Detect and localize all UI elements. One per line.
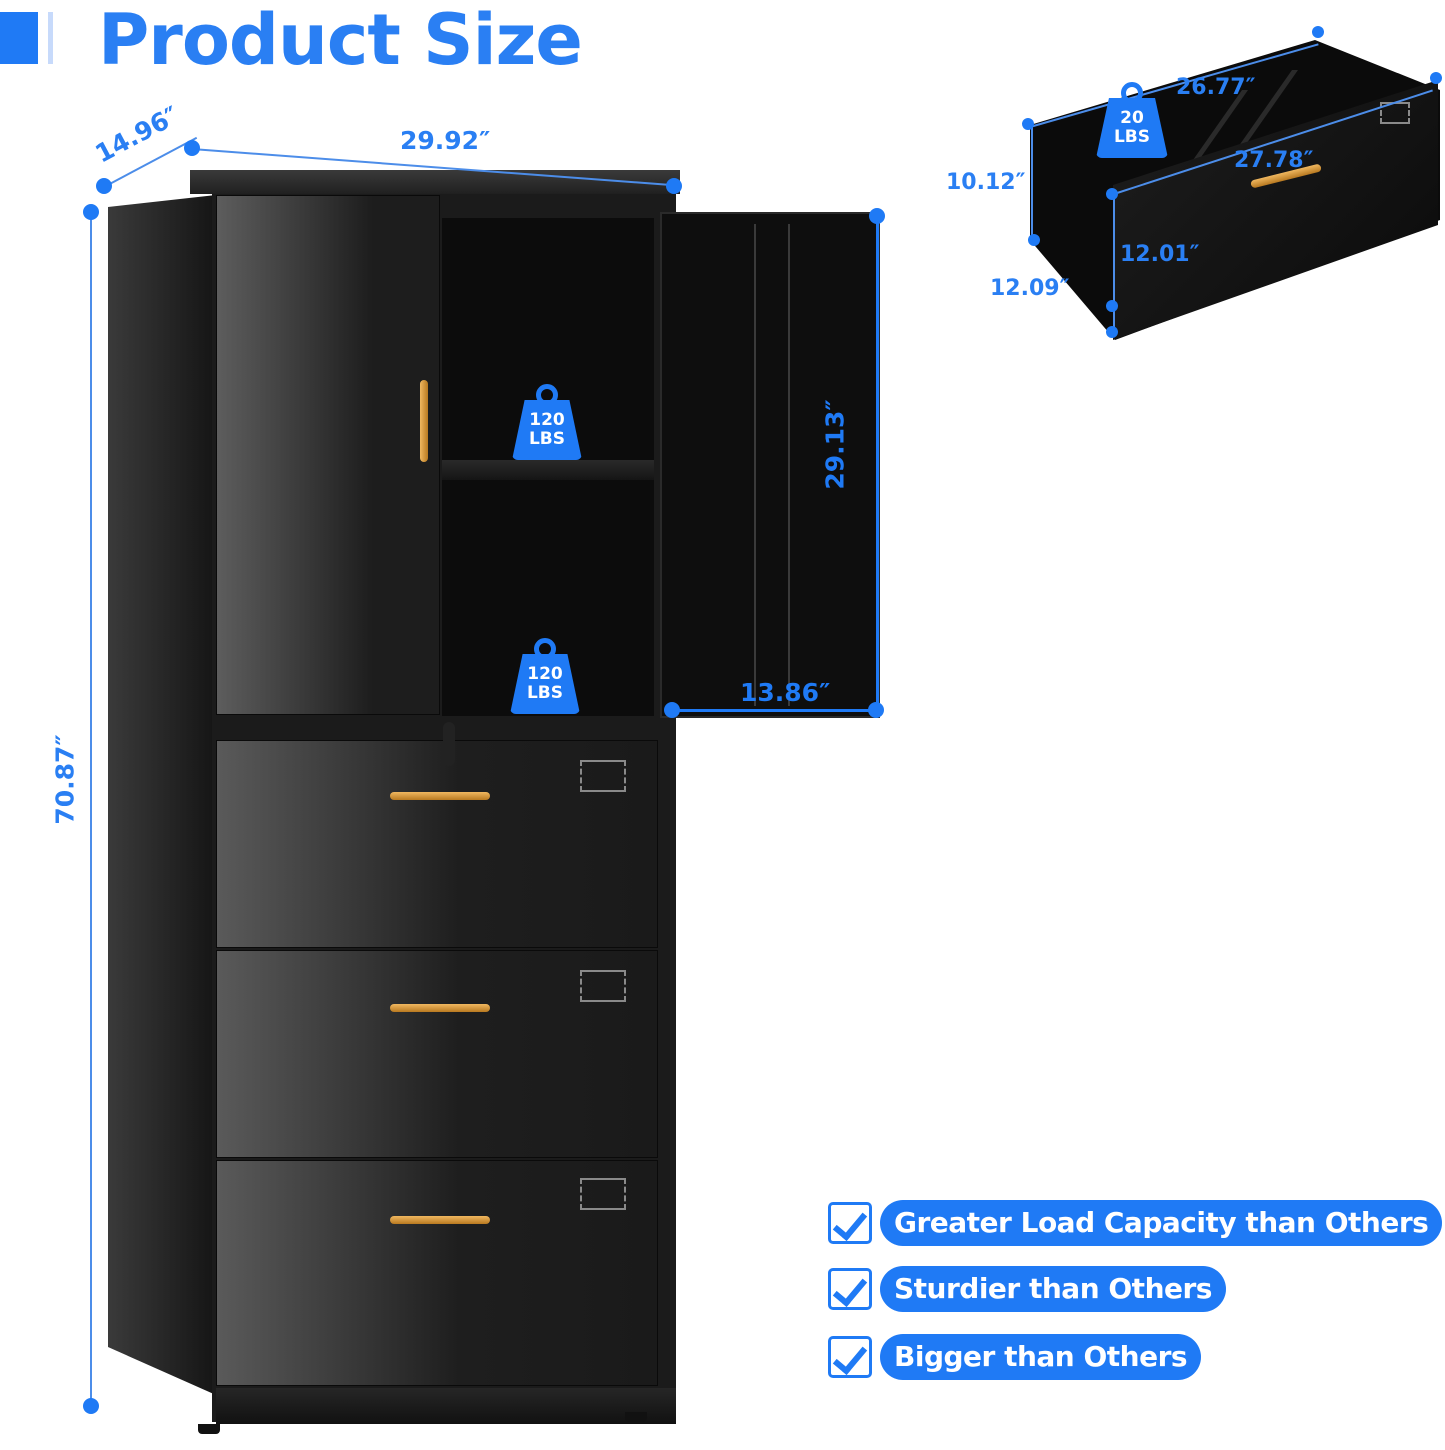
dimension-point xyxy=(1106,188,1118,200)
door-width-label: 13.86″ xyxy=(740,678,831,707)
leveling-foot xyxy=(625,1412,647,1422)
door-handle xyxy=(420,380,428,462)
cabinet-base xyxy=(216,1388,676,1424)
drawer-outer-length-label: 27.78″ xyxy=(1234,148,1314,173)
drawer-front-height-label: 12.01″ xyxy=(1120,242,1200,267)
dimension-point xyxy=(666,178,682,194)
feature-label: Greater Load Capacity than Others xyxy=(880,1200,1443,1246)
door-height-line xyxy=(876,216,879,710)
dimension-point xyxy=(1430,72,1442,84)
weight-badge-upper-shelf: 120 LBS xyxy=(512,384,582,462)
height-line xyxy=(90,212,92,1407)
drawer-handle xyxy=(390,1004,490,1012)
dimension-point xyxy=(184,140,200,156)
weight-unit: LBS xyxy=(526,683,564,703)
label-holder xyxy=(580,970,626,1002)
label-holder xyxy=(580,1178,626,1210)
drawer-inner-length-label: 26.77″ xyxy=(1176,75,1256,100)
checkbox-icon xyxy=(828,1202,872,1244)
weight-unit: LBS xyxy=(528,429,566,449)
feature-label: Bigger than Others xyxy=(880,1334,1202,1380)
drawer-handle xyxy=(390,792,490,800)
drawer-back-height-line xyxy=(1031,126,1033,240)
cabinet-top xyxy=(190,170,680,194)
weight-unit: LBS xyxy=(1113,127,1151,147)
checkbox-icon xyxy=(828,1336,872,1378)
dimension-point xyxy=(1028,234,1040,246)
file-drawer-1 xyxy=(216,740,658,948)
width-label: 29.92″ xyxy=(400,126,491,155)
file-drawer-2 xyxy=(216,950,658,1158)
dimension-point xyxy=(869,208,885,224)
depth-label: 14.96″ xyxy=(90,100,184,169)
leveling-foot xyxy=(198,1424,220,1434)
drawer-handle xyxy=(390,1216,490,1224)
dimension-point xyxy=(664,702,680,718)
dimension-point xyxy=(868,702,884,718)
label-holder xyxy=(580,760,626,792)
page-title: Product Size xyxy=(98,0,583,81)
weight-value: 120 xyxy=(527,664,563,684)
checkbox-icon xyxy=(828,1268,872,1310)
door-rib xyxy=(788,224,790,706)
door-height-label: 29.13″ xyxy=(820,399,850,490)
cabinet-open-door xyxy=(660,212,880,718)
dimension-point xyxy=(1106,326,1118,338)
cabinet-shelf xyxy=(442,460,654,480)
drawer-front-height-line xyxy=(1113,195,1115,333)
drawer-back-height-label: 10.12″ xyxy=(946,170,1026,195)
dimension-point xyxy=(83,1398,99,1414)
title-accent-bar xyxy=(48,12,53,64)
weight-badge-drawer: 20 LBS xyxy=(1096,82,1168,160)
dimension-point xyxy=(83,204,99,220)
dimension-point xyxy=(1312,26,1324,38)
height-label: 70.87″ xyxy=(50,734,80,825)
file-drawer-3 xyxy=(216,1160,658,1386)
dimension-point xyxy=(1022,118,1034,130)
drawer-depth-label: 12.09″ xyxy=(990,276,1070,301)
weight-badge-lower-shelf: 120 LBS xyxy=(510,638,580,716)
feature-label: Sturdier than Others xyxy=(880,1266,1226,1312)
cabinet-side-panel xyxy=(108,195,216,1395)
cabinet-left-door xyxy=(216,195,440,715)
title-accent-block xyxy=(0,12,38,64)
dimension-point xyxy=(1106,300,1118,312)
dimension-point xyxy=(96,178,112,194)
feature-item: Greater Load Capacity than Others xyxy=(828,1200,1443,1246)
door-width-line xyxy=(672,709,878,712)
feature-item: Bigger than Others xyxy=(828,1334,1202,1380)
door-rib xyxy=(754,224,756,706)
feature-item: Sturdier than Others xyxy=(828,1266,1226,1312)
weight-value: 120 xyxy=(529,410,565,430)
weight-value: 20 xyxy=(1120,108,1144,128)
lock-key-icon xyxy=(443,722,455,766)
